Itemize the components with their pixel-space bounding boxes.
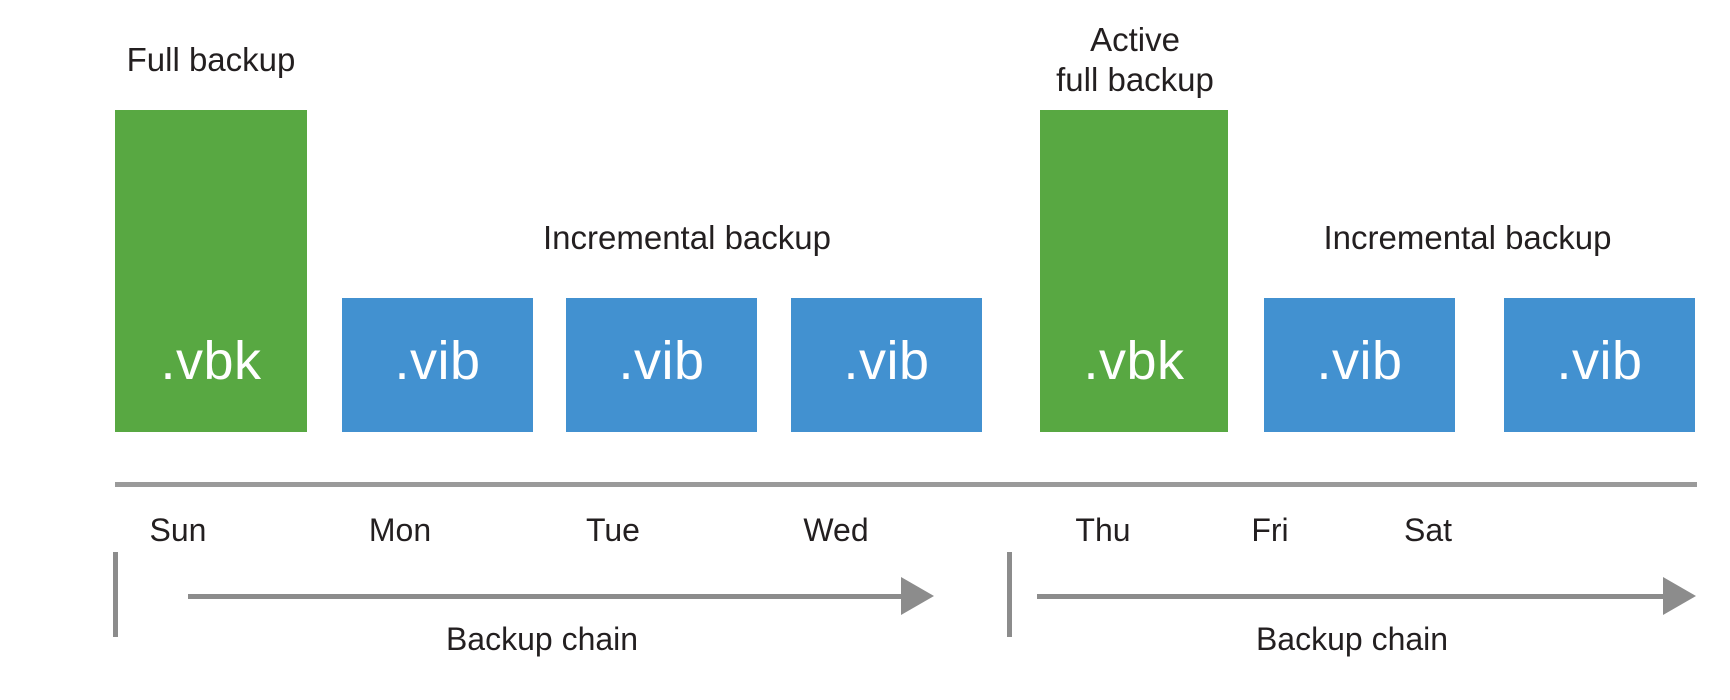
bar-fri-incremental-backup[interactable]: .vib [1264, 298, 1455, 432]
caption-incremental-backup-1: Incremental backup [431, 218, 943, 258]
day-label-mon-text: Mon [368, 512, 432, 548]
bar-label-tue: .vib [618, 331, 705, 391]
chain-1-label: Backup chain [446, 620, 638, 658]
bar-mon-incremental-backup[interactable]: .vib [342, 298, 533, 432]
chain-2-label: Backup chain [1256, 620, 1448, 658]
caption-active-full-backup-line2: full backup [1056, 61, 1214, 98]
chain-1-arrow-head-icon [901, 577, 934, 615]
chain-2-arrow-shaft [1037, 594, 1665, 599]
caption-incremental-backup-2-text: Incremental backup [1323, 219, 1612, 256]
day-label-mon: Mon [369, 512, 431, 548]
chain-1-label-text: Backup chain [445, 621, 639, 657]
day-label-wed: Wed [803, 512, 868, 548]
bar-label-sun: .vbk [160, 331, 262, 391]
caption-full-backup-text: Full backup [126, 41, 296, 78]
bar-label-fri: .vib [1316, 331, 1403, 391]
chain-separator-start [113, 552, 118, 637]
bar-wed-incremental-backup[interactable]: .vib [791, 298, 982, 432]
day-label-sun: Sun [150, 512, 207, 548]
chain-separator-middle [1007, 552, 1012, 637]
caption-incremental-backup-1-text: Incremental backup [543, 219, 831, 256]
caption-active-full-backup: Active full backup [1010, 20, 1260, 100]
day-label-thu: Thu [1075, 512, 1130, 548]
chain-1-arrow-shaft [188, 594, 903, 599]
day-label-sat: Sat [1404, 512, 1452, 548]
caption-active-full-backup-line1: Active [1090, 21, 1180, 58]
bar-sat-incremental-backup[interactable]: .vib [1504, 298, 1695, 432]
bar-label-thu: .vbk [1083, 331, 1185, 391]
bar-label-wed: .vib [843, 331, 930, 391]
day-label-sat-text: Sat [1403, 512, 1453, 548]
day-label-tue: Tue [586, 512, 640, 548]
day-label-wed-text: Wed [803, 512, 869, 548]
day-label-tue-text: Tue [586, 512, 640, 548]
day-label-fri-text: Fri [1251, 512, 1289, 548]
bar-label-sat: .vib [1556, 331, 1643, 391]
timeline-baseline [115, 482, 1697, 487]
day-label-sun-text: Sun [149, 512, 207, 548]
bar-tue-incremental-backup[interactable]: .vib [566, 298, 757, 432]
chain-2-arrow-head-icon [1663, 577, 1696, 615]
bar-thu-active-full-backup[interactable]: .vbk [1040, 110, 1228, 432]
day-label-thu-text: Thu [1075, 512, 1131, 548]
bar-label-mon: .vib [394, 331, 481, 391]
bar-sun-full-backup[interactable]: .vbk [115, 110, 307, 432]
caption-full-backup: Full backup [115, 40, 307, 80]
caption-incremental-backup-2: Incremental backup [1240, 218, 1695, 258]
day-label-fri: Fri [1251, 512, 1288, 548]
chain-2-label-text: Backup chain [1255, 621, 1449, 657]
